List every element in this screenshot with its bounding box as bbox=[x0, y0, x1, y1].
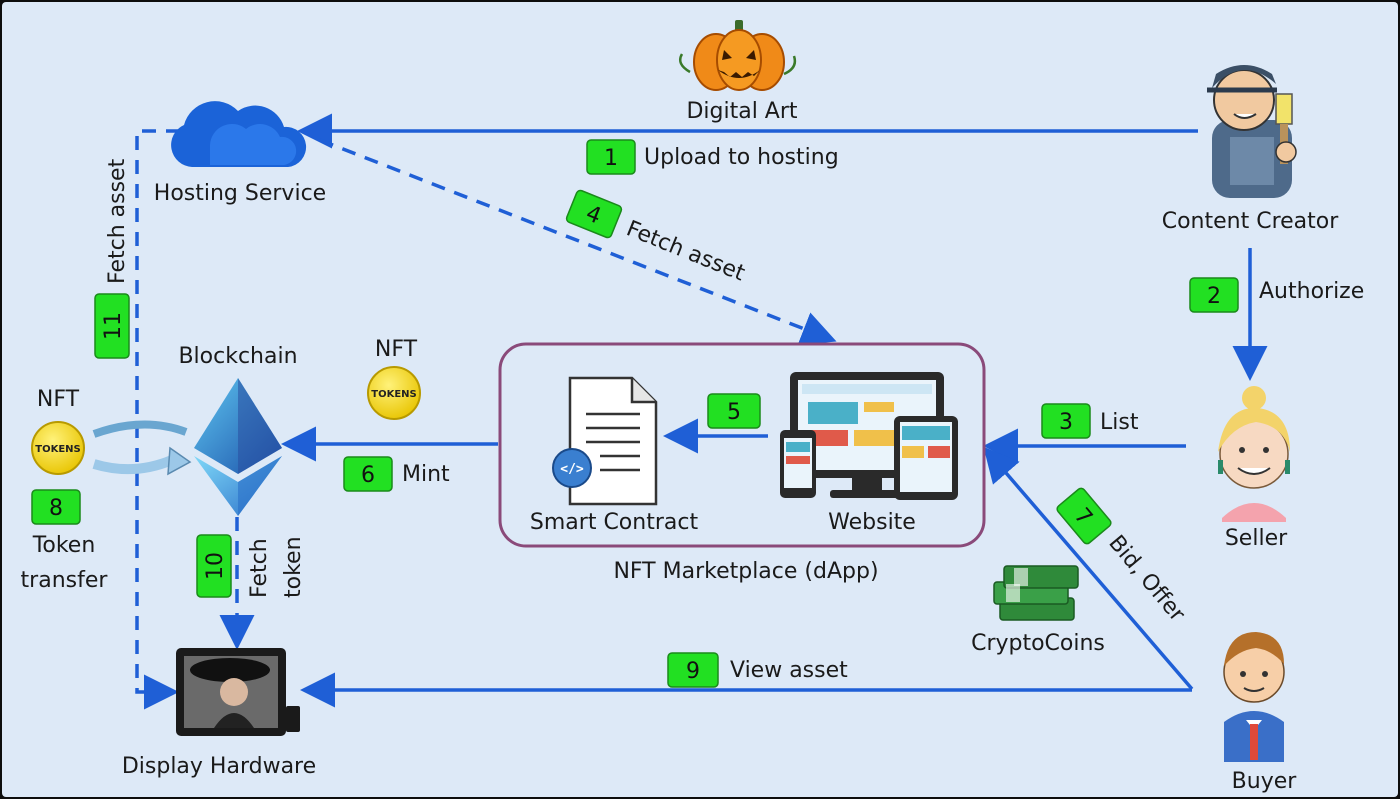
marketplace-label: NFT Marketplace (dApp) bbox=[613, 559, 878, 584]
smart-contract-document-icon: </> bbox=[552, 376, 658, 506]
svg-text:9: 9 bbox=[686, 659, 700, 684]
token-transfer-line1: Token bbox=[32, 533, 96, 558]
token-transfer-swirl-icon bbox=[92, 420, 192, 476]
step-badge-3: 3 bbox=[1041, 403, 1091, 439]
step-9-label: View asset bbox=[730, 658, 848, 683]
step-7-label: Bid, Offer bbox=[1103, 531, 1190, 628]
token-transfer-line2: transfer bbox=[21, 568, 109, 593]
svg-text:5: 5 bbox=[727, 400, 741, 425]
step-1-label: Upload to hosting bbox=[644, 145, 839, 170]
digital-art-label: Digital Art bbox=[686, 99, 797, 124]
step-2-label: Authorize bbox=[1259, 279, 1364, 304]
svg-text:11: 11 bbox=[101, 312, 126, 340]
svg-text:3: 3 bbox=[1059, 410, 1073, 435]
svg-text:8: 8 bbox=[49, 496, 63, 521]
ethereum-icon bbox=[194, 378, 282, 516]
step-3-label: List bbox=[1100, 410, 1139, 435]
svg-text:TOKENS: TOKENS bbox=[35, 444, 80, 455]
svg-text:TOKENS: TOKENS bbox=[371, 389, 416, 400]
blockchain-label: Blockchain bbox=[178, 344, 297, 369]
seller-icon bbox=[1218, 386, 1290, 522]
step-badge-8: 8 bbox=[31, 489, 81, 525]
website-devices-icon bbox=[780, 372, 958, 500]
step-badge-9: 9 bbox=[667, 652, 719, 688]
buyer-icon bbox=[1223, 632, 1285, 762]
step-4-label: Fetch asset bbox=[623, 216, 749, 286]
nft-token-coin-left-icon: TOKENS bbox=[31, 421, 85, 475]
step-badge-7: 7 bbox=[1056, 487, 1112, 545]
display-hardware-label: Display Hardware bbox=[122, 754, 316, 779]
marketplace-box bbox=[498, 342, 986, 548]
nft-top-label: NFT bbox=[375, 337, 418, 362]
step-badge-10: 10 bbox=[196, 534, 232, 598]
nft-token-coin-icon: TOKENS bbox=[367, 366, 421, 420]
step-badge-11: 11 bbox=[94, 293, 130, 359]
step-11-label: Fetch asset bbox=[105, 158, 130, 284]
hosting-service-label: Hosting Service bbox=[154, 181, 326, 206]
cloud-icon bbox=[171, 101, 307, 167]
step-badge-2: 2 bbox=[1189, 277, 1239, 313]
svg-text:</>: </> bbox=[560, 462, 584, 477]
step-10-label-line1: Fetch bbox=[247, 538, 272, 598]
website-label: Website bbox=[828, 510, 916, 535]
display-hardware-icon bbox=[176, 648, 300, 736]
content-creator-icon bbox=[1207, 65, 1297, 198]
step-6-label: Mint bbox=[402, 462, 450, 487]
step-badge-5: 5 bbox=[707, 393, 761, 429]
smart-contract-label: Smart Contract bbox=[530, 510, 699, 535]
arrow-fetch-asset-display bbox=[135, 129, 180, 710]
svg-text:2: 2 bbox=[1207, 284, 1221, 309]
pumpkin-icon bbox=[679, 20, 797, 91]
step-badge-4: 4 bbox=[565, 189, 623, 239]
seller-label: Seller bbox=[1225, 526, 1288, 551]
nft-left-label: NFT bbox=[37, 387, 80, 412]
svg-text:1: 1 bbox=[604, 146, 618, 171]
arrow-fetch-asset-website bbox=[319, 138, 837, 346]
arrow-bid-offer bbox=[983, 446, 1194, 691]
content-creator-label: Content Creator bbox=[1162, 209, 1340, 234]
step-badge-1: 1 bbox=[586, 139, 636, 175]
step-10-label-line2: token bbox=[281, 536, 306, 598]
svg-text:10: 10 bbox=[203, 552, 228, 580]
svg-text:6: 6 bbox=[361, 463, 375, 488]
buyer-label: Buyer bbox=[1232, 769, 1298, 794]
money-stack-icon bbox=[993, 565, 1079, 621]
crypto-coins-label: CryptoCoins bbox=[971, 631, 1105, 656]
step-badge-6: 6 bbox=[343, 456, 393, 492]
